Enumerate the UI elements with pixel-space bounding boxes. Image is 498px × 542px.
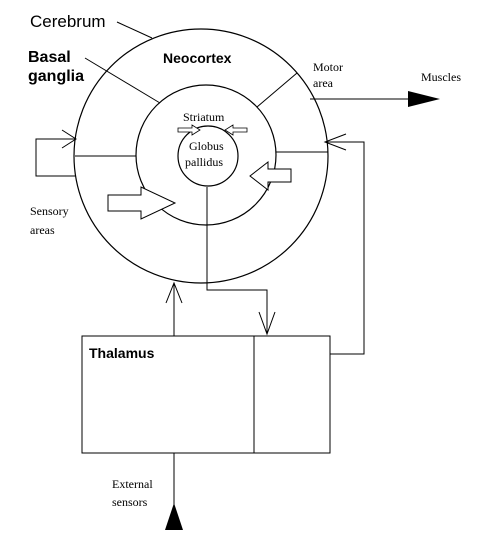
globus-pallidus-label-line1: Globus [189,139,224,153]
basal-ganglia-label-line1: Basal [28,49,71,66]
basal-ganglia-leader-line [84,57,161,104]
striatum-right-arrow [224,124,248,136]
sensory-areas-label-line1: Sensory [30,204,69,218]
basal-ganglia-circle [135,84,277,226]
thalamus-to-motor-line [325,141,365,355]
muscles-arrowhead [408,91,440,107]
cerebrum-outer-circle [73,28,329,284]
globus-pallidus-label-line2: pallidus [185,155,223,169]
external-sensors-label-line2: sensors [112,495,148,509]
thalamus-motor-arrowhead [323,133,347,151]
striatum-left-arrow [177,124,201,136]
neocortex-label: Neocortex [163,50,232,66]
basal-ganglia-label-line2: ganglia [28,68,84,85]
cerebrum-leader-line [116,21,153,39]
motor-divider-line [256,72,298,108]
external-sensors-arrowhead [165,503,183,530]
cortex-to-striatum-arrow [107,186,177,220]
striatum-label: Striatum [183,110,225,124]
thalamus-label: Thalamus [89,345,155,361]
muscles-label: Muscles [421,70,461,84]
pallidus-to-thalamus-line [206,187,268,334]
motor-area-label-line1: Motor [313,60,343,74]
thalamus-box [81,335,331,454]
globus-pallidus-circle [177,125,239,187]
pallidus-thalamus-arrowhead [258,311,276,336]
cerebrum-label: Cerebrum [30,12,106,31]
sensory-loop-arrowhead [61,129,77,149]
motor-area-label-line2: area [313,76,334,90]
thalamus-cortex-arrowhead [165,281,183,304]
right-cortex-arrow [249,160,292,192]
sensory-loop-line [35,138,76,177]
external-sensors-label-line1: External [112,477,153,491]
sensory-areas-label-line2: areas [30,223,55,237]
